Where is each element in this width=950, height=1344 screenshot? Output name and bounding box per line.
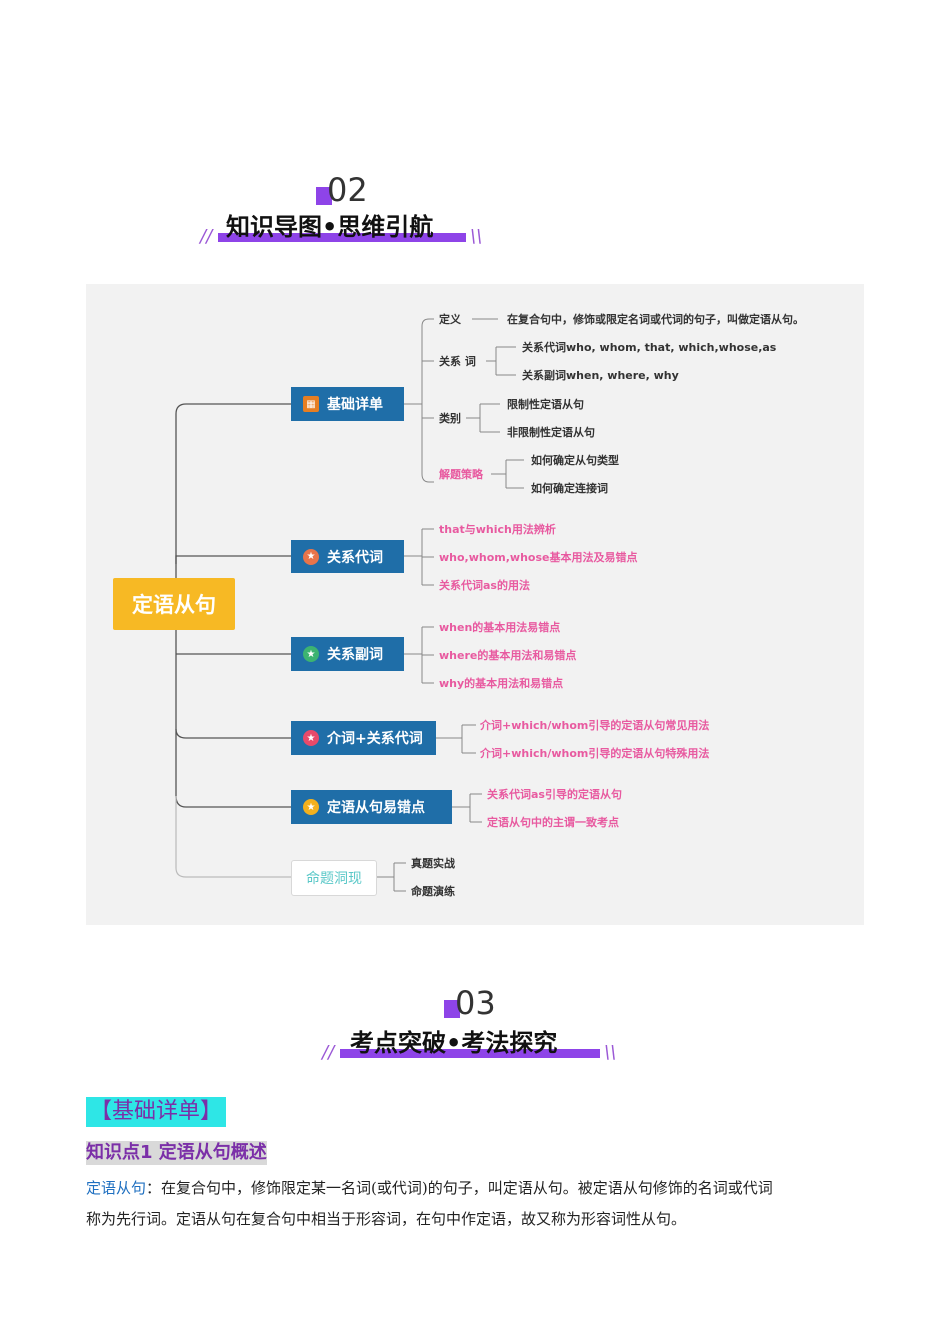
leaf-error-2: 定语从句中的主谓一致考点 [487, 816, 619, 829]
branch-relative-adverb[interactable]: ★ 关系副词 [291, 637, 404, 671]
paragraph-line-2: 称为先行词。定语从句在复合句中相当于形容词，在句中作定语，故又称为形容词性从句。 [86, 1210, 687, 1228]
section-title-underline [218, 233, 466, 242]
branch-label: 定语从句易错点 [327, 800, 425, 816]
paragraph-line-1: 定语从句：在复合句中，修饰限定某一名词(或代词)的句子，叫定语从句。被定语从句修… [86, 1173, 866, 1204]
branch-label: 基础详单 [327, 397, 383, 413]
paragraph-text-1: ：在复合句中，修饰限定某一名词(或代词)的句子，叫定语从句。被定语从句修饰的名词… [146, 1179, 773, 1197]
star-icon: ★ [303, 730, 319, 746]
branch-basics[interactable]: ▦ 基础详单 [291, 387, 404, 421]
term-highlight: 定语从句 [86, 1179, 147, 1197]
branch-label: 关系副词 [327, 647, 383, 663]
leaf-definition-label: 定义 [439, 313, 461, 326]
slash-decoration-left: // [200, 226, 213, 247]
leaf-pron-3: 关系代词as的用法 [439, 579, 530, 592]
leaf-exam-1: 真题实战 [411, 857, 455, 870]
star-icon: ★ [303, 548, 319, 565]
leaf-prep-1: 介词+which/whom引导的定语从句常见用法 [480, 719, 710, 732]
leaf-pron-1: that与which用法辨析 [439, 523, 556, 536]
leaf-pron-2: who,whom,whose基本用法及易错点 [439, 551, 638, 564]
slash-decoration-right: \\ [604, 1042, 617, 1063]
leaf-relative-pronoun: 关系代词who, whom, that, which,whose,as [522, 341, 777, 354]
slash-decoration-left: // [322, 1042, 335, 1063]
section-title: 知识导图•思维引航 [226, 213, 434, 241]
section-number: 02 [327, 171, 368, 209]
root-node[interactable]: 定语从句 [113, 578, 235, 630]
section-number-accent [316, 187, 332, 205]
leaf-relative-adverb: 关系副词when, where, why [522, 369, 679, 382]
section-title-underline [340, 1049, 600, 1058]
section-number: 03 [455, 984, 496, 1022]
branch-preposition-pronoun[interactable]: ★ 介词+关系代词 [291, 721, 436, 755]
star-icon: ★ [303, 646, 319, 662]
leaf-error-1: 关系代词as引导的定语从句 [487, 788, 622, 801]
box-icon: ▦ [303, 396, 319, 412]
branch-relative-pronoun[interactable]: ★ 关系代词 [291, 540, 404, 573]
section-number-accent [444, 1000, 460, 1018]
leaf-strategy-label: 解题策略 [439, 468, 483, 481]
branch-common-errors[interactable]: ★ 定语从句易错点 [291, 790, 452, 824]
leaf-strategy-1: 如何确定从句类型 [531, 454, 619, 467]
block-header: 【基础详单】 [86, 1097, 227, 1127]
leaf-exam-2: 命题演练 [411, 885, 455, 898]
leaf-strategy-2: 如何确定连接词 [531, 482, 608, 495]
leaf-definition-text: 在复合句中，修饰或限定名词或代词的句子，叫做定语从句。 [507, 313, 804, 326]
paragraph: 定语从句：在复合句中，修饰限定某一名词(或代词)的句子，叫定语从句。被定语从句修… [86, 1173, 866, 1235]
branch-label: 关系代词 [327, 549, 383, 566]
leaf-adv-2: where的基本用法和易错点 [439, 649, 577, 662]
section-title: 考点突破•考法探究 [350, 1029, 558, 1057]
mind-map: 定语从句 ▦ 基础详单 ★ 关系代词 ★ 关系副词 ★ 介词+关系代词 ★ 定语… [86, 284, 864, 925]
leaf-adv-3: why的基本用法和易错点 [439, 677, 564, 690]
mind-map-connectors [175, 318, 524, 892]
knowledge-point-title: 知识点1 定语从句概述 [86, 1141, 267, 1165]
leaf-prep-2: 介词+which/whom引导的定语从句特殊用法 [480, 747, 710, 760]
leaf-type-label: 类别 [439, 412, 461, 425]
leaf-relative-word-label: 关系 词 [439, 355, 476, 368]
branch-exam-insight[interactable]: 命题洞现 [291, 860, 377, 896]
leaf-type-restrictive: 限制性定语从句 [507, 398, 584, 411]
slash-decoration-right: \\ [470, 226, 483, 247]
star-icon: ★ [303, 799, 319, 815]
leaf-adv-1: when的基本用法易错点 [439, 621, 561, 634]
branch-label: 介词+关系代词 [327, 731, 423, 747]
leaf-type-nonrestrictive: 非限制性定语从句 [507, 426, 595, 439]
